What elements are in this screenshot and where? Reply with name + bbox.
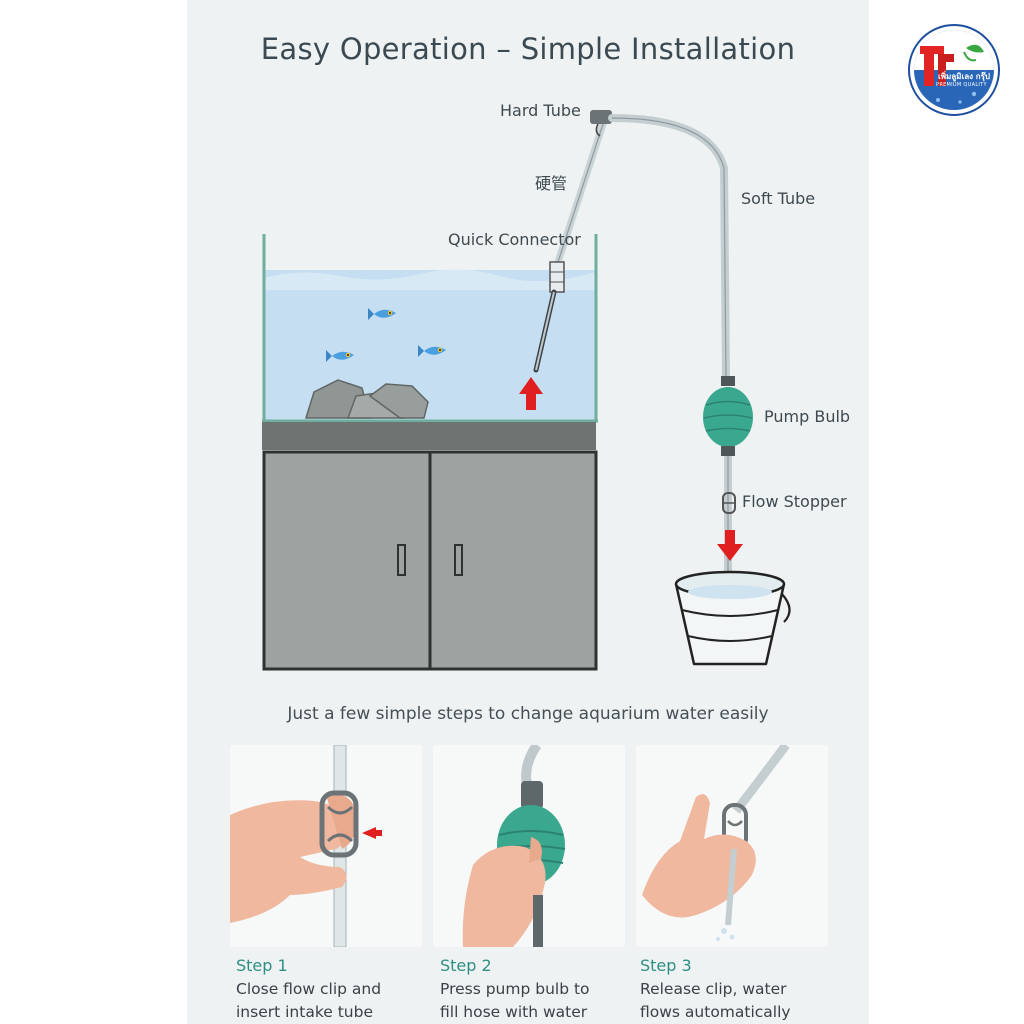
rock-3 [368,383,429,419]
step-1-card [230,745,422,947]
step-1-line-1: Close flow clip and [236,980,382,998]
step-3-card [636,745,828,947]
tube-elbow [590,110,612,124]
water-surface [264,269,596,290]
label-flow-stopper: Flow Stopper [742,492,847,511]
cabinet-top [262,422,596,450]
step-1-desc: Close flow clip and insert intake tube [236,978,406,1024]
quick-connector-part [549,261,565,293]
flow-stopper [722,492,736,514]
step-3-title: Step 3 [640,956,692,975]
step-3-image [642,745,790,941]
step-2-line-1: Press pump bulb to [440,980,590,998]
step-2-title: Step 2 [440,956,492,975]
step-2-image [462,745,566,947]
cabinet-handle-right [454,544,463,576]
label-quick-connector: Quick Connector [448,230,581,249]
soft-tube [608,114,730,384]
fish-3 [418,345,446,357]
label-pump-bulb: Pump Bulb [764,407,851,426]
page-title: Easy Operation – Simple Installation [260,32,796,66]
fish-2 [326,350,354,362]
logo-tagline: PREMIUM QUALITY [936,82,987,88]
subtitle: Just a few simple steps to change aquari… [287,704,769,724]
step-1-image [230,745,382,947]
step-3-line-1: Release clip, water [640,980,787,998]
fish-1 [368,308,396,320]
logo-icon [908,24,1000,116]
logo-text: เพิ่มลูมิเลง กรุ๊ป [938,72,991,81]
cabinet-handle-left [397,544,406,576]
bucket [674,570,791,666]
step-3-line-2: flows automatically [640,1003,791,1021]
label-hard-tube-cn: 硬管 [535,174,568,193]
step-1-title: Step 1 [236,956,288,975]
arrow-down-icon [717,530,743,561]
step-2-card [433,745,625,947]
arrow-up-icon [519,377,543,410]
step-2-desc: Press pump bulb to fill hose with water [440,978,610,1024]
hard-tube [533,110,612,373]
step-1-line-2: insert intake tube [236,1003,373,1021]
label-hard-tube: Hard Tube [500,101,581,120]
cabinet [262,422,598,671]
pump-bulb [703,376,753,456]
step-2-line-2: fill hose with water [440,1003,588,1021]
label-soft-tube: Soft Tube [741,189,816,208]
tube-hook [595,123,601,137]
brand-logo: เพิ่มลูมิเลง กรุ๊ป PREMIUM QUALITY [908,24,1000,116]
step-3-desc: Release clip, water flows automatically [640,978,810,1024]
